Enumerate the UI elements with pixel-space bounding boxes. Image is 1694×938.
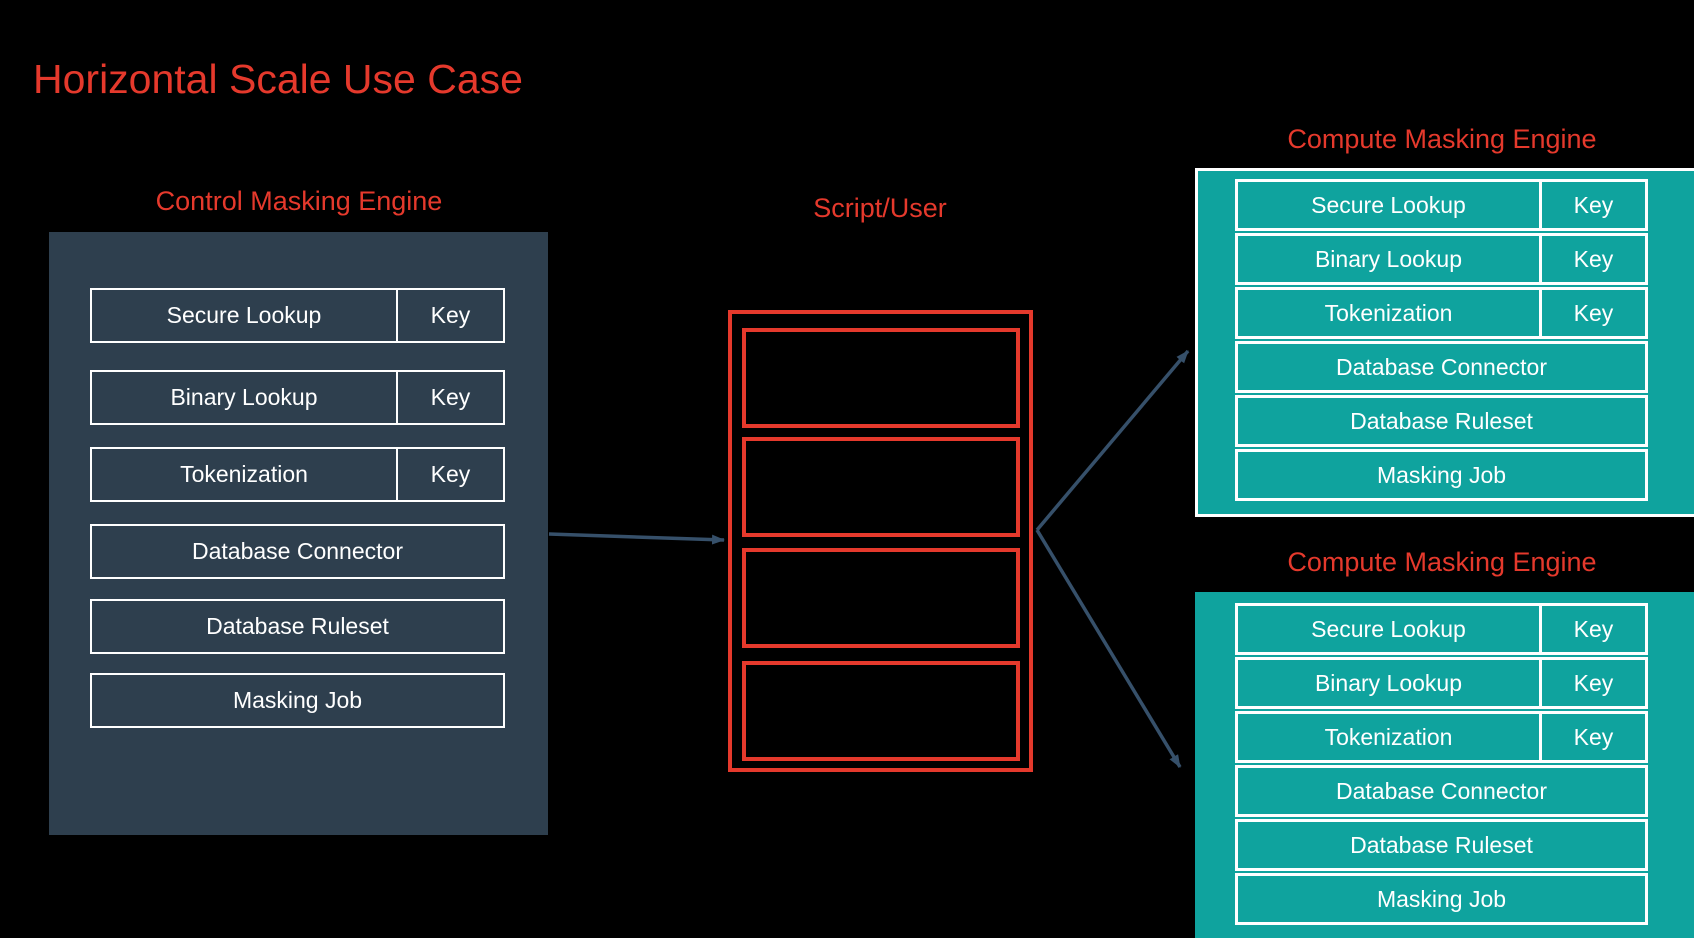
script-user-label: Script/User: [813, 193, 947, 223]
engine-row: Binary Lookup Key: [1235, 657, 1648, 709]
engine-row-key: Key: [1539, 182, 1645, 228]
engine-row-label: Masking Job: [232, 687, 363, 713]
engine-row-label: Binary Lookup: [1314, 669, 1463, 696]
engine-row-label: Secure Lookup: [1311, 191, 1466, 218]
script-slot: [742, 437, 1020, 537]
engine-row: Binary Lookup Key: [90, 370, 505, 425]
engine-row-label: Tokenization: [1324, 723, 1453, 750]
engine-row-key: Key: [1539, 606, 1645, 652]
engine-row: Masking Job: [90, 673, 505, 728]
engine-row-label: Database Ruleset: [206, 613, 389, 639]
page-title: Horizontal Scale Use Case: [33, 56, 523, 102]
engine-row-label: Secure Lookup: [1311, 615, 1466, 642]
engine-row-label: Masking Job: [1376, 461, 1507, 488]
engine-row-key: Key: [1539, 236, 1645, 282]
arrow-control-to-script: [548, 532, 725, 545]
engine-row-key: Key: [1539, 714, 1645, 760]
script-slot: [742, 661, 1020, 761]
engine-row-label: Tokenization: [180, 461, 308, 487]
script-slot: [742, 548, 1020, 648]
engine-row-key: Key: [396, 372, 503, 423]
engine-row-key: Key: [1539, 290, 1645, 336]
arrow-script-to-compute-1: [1035, 349, 1190, 532]
engine-row-label: Binary Lookup: [170, 384, 318, 410]
engine-row: Database Connector: [1235, 341, 1648, 393]
engine-row: Secure Lookup Key: [1235, 179, 1648, 231]
engine-row-label: Tokenization: [1324, 299, 1453, 326]
arrow-script-to-compute-2: [1035, 529, 1182, 768]
engine-row: Database Connector: [1235, 765, 1648, 817]
engine-row: Database Ruleset: [90, 599, 505, 654]
engine-row-label: Database Connector: [1336, 353, 1547, 380]
engine-row: Masking Job: [1235, 449, 1648, 501]
engine-row-key: Key: [396, 290, 503, 341]
engine-row-key: Key: [396, 449, 503, 500]
compute-engine-2-label: Compute Masking Engine: [1287, 547, 1597, 577]
engine-row: Tokenization Key: [1235, 287, 1648, 339]
engine-row-label: Masking Job: [1376, 885, 1507, 912]
engine-row-label: Database Ruleset: [1350, 407, 1533, 434]
engine-row-label: Binary Lookup: [1314, 245, 1463, 272]
script-slot: [742, 328, 1020, 428]
engine-row: Database Ruleset: [1235, 819, 1648, 871]
engine-row-label: Database Connector: [1336, 777, 1547, 804]
compute-engine-1-label: Compute Masking Engine: [1287, 124, 1597, 154]
script-user-box: [728, 310, 1033, 772]
engine-row: Database Connector: [90, 524, 505, 579]
engine-row: Masking Job: [1235, 873, 1648, 925]
engine-row-label: Database Ruleset: [1350, 831, 1533, 858]
engine-row: Secure Lookup Key: [90, 288, 505, 343]
engine-row-key: Key: [1539, 660, 1645, 706]
control-engine-label: Control Masking Engine: [155, 186, 443, 216]
engine-row: Tokenization Key: [90, 447, 505, 502]
engine-row: Tokenization Key: [1235, 711, 1648, 763]
engine-row-label: Database Connector: [192, 538, 403, 564]
engine-row: Secure Lookup Key: [1235, 603, 1648, 655]
engine-row: Database Ruleset: [1235, 395, 1648, 447]
engine-row-label: Secure Lookup: [166, 302, 322, 328]
engine-row: Binary Lookup Key: [1235, 233, 1648, 285]
